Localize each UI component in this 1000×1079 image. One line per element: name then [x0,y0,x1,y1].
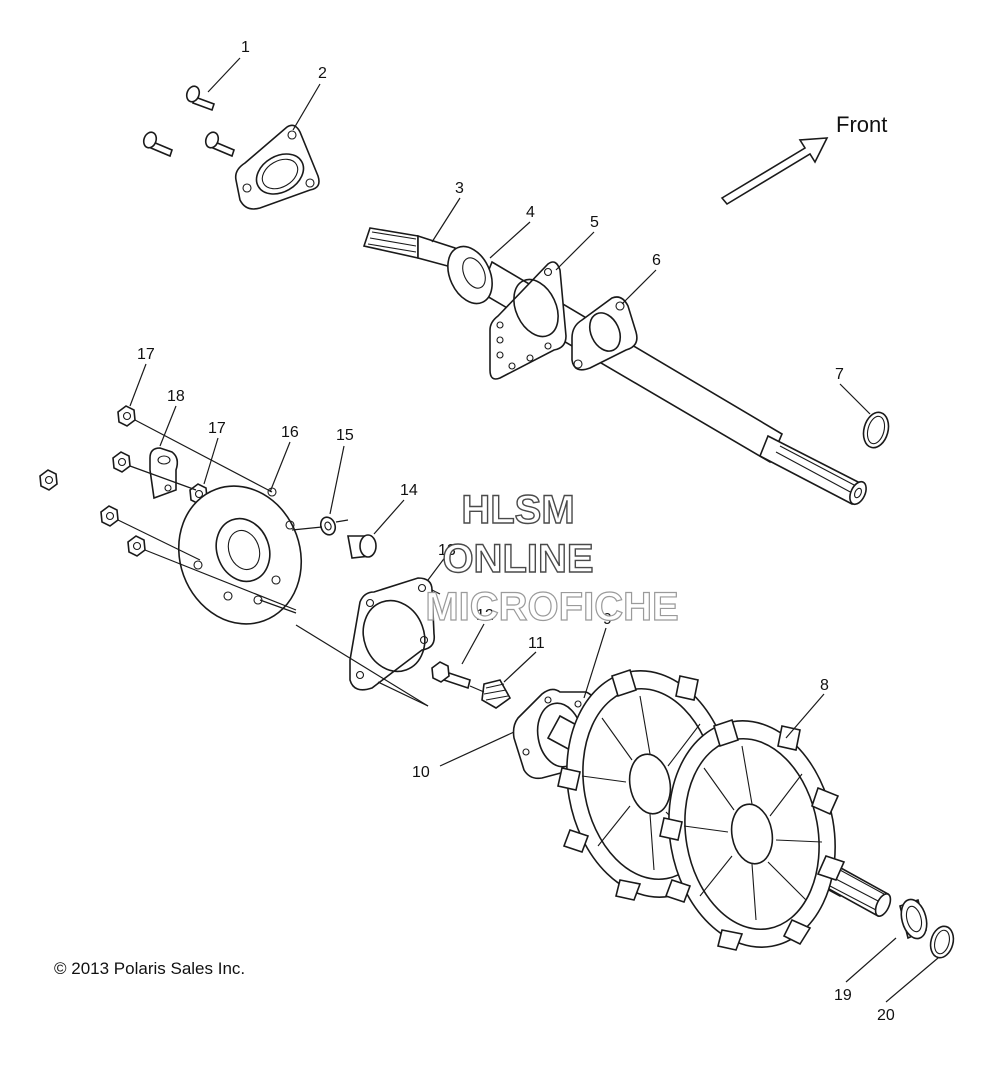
bolt-part-12 [431,661,471,690]
callout-14: 14 [400,482,418,499]
driveshaft-part-3 [362,227,867,506]
callout-18: 18 [167,388,185,405]
callout-leaders [129,57,939,1003]
callout-4: 4 [526,204,535,221]
callout-7: 7 [835,366,844,383]
callout-15: 15 [336,427,354,444]
plug-part-14 [347,534,377,559]
flange-gasket-part-6 [571,296,638,371]
callout-5: 5 [590,214,599,231]
gear-part-11 [481,679,512,709]
bearing-flange-part-2 [234,124,320,210]
callout-9: 9 [603,611,612,628]
callout-2: 2 [318,65,327,82]
callout-3: 3 [455,180,464,197]
callout-17-upper: 17 [137,346,155,363]
front-arrow-icon [720,137,829,206]
callout-1: 1 [241,39,250,56]
bearing-housing-part-5 [489,261,567,380]
washer-part-15 [319,516,337,536]
callout-10: 10 [412,764,430,781]
alignment-lines [117,419,485,707]
o-ring-part-7 [862,411,890,449]
callout-11: 11 [528,635,545,652]
bearing-part-19 [899,898,928,940]
watermark: HLSM ONLINE MICROFICHE [425,487,680,629]
callout-labels: 1 2 3 4 5 6 7 8 9 10 11 12 13 14 15 16 1… [137,39,895,1024]
copyright-notice: © 2013 Polaris Sales Inc. [54,959,245,978]
callout-13: 13 [438,542,456,559]
watermark-line-2: ONLINE [442,537,593,581]
callout-12: 12 [476,607,494,624]
front-direction-label: Front [836,112,887,137]
callout-17-lower: 17 [208,420,226,437]
sprocket-wheel-part-8 [659,718,846,951]
watermark-line-3: MICROFICHE [425,585,678,629]
nut-part-17 [39,405,208,557]
sprocket-wheel-part-9 [557,668,744,901]
bearing-part-4 [447,245,493,305]
gasket-part-13 [349,577,436,691]
callout-8: 8 [820,677,829,694]
drive-hub-part-16 [177,485,303,625]
rivet-part-1 [142,85,235,158]
callout-16: 16 [281,424,299,441]
watermark-line-1: HLSM [461,488,574,532]
callout-20: 20 [877,1007,895,1024]
callout-6: 6 [652,252,661,269]
bracket-part-18 [149,447,179,500]
o-ring-part-20 [929,925,955,959]
callout-19: 19 [834,987,852,1004]
